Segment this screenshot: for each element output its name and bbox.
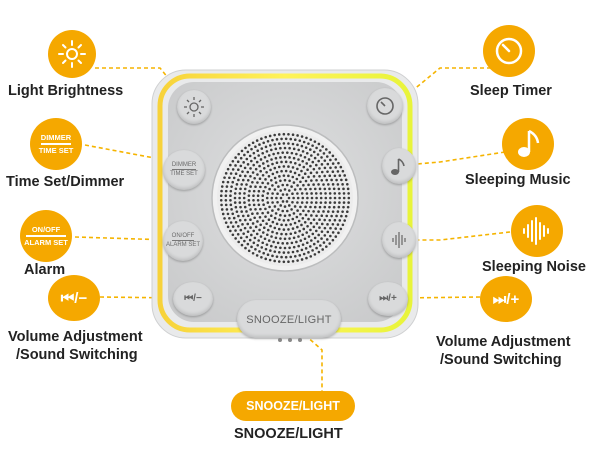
time-set-dimmer-label: Time Set/Dimmer [6, 174, 125, 190]
volume-up-icon: ⏭/+ [480, 276, 532, 322]
volume-up-device-button[interactable]: ⏭/+ [368, 282, 408, 316]
volume-down-icon: ⏮/− [48, 275, 100, 321]
sleep-timer-icon [483, 25, 535, 77]
divider [172, 169, 196, 170]
alarm-icon: ON/OFF ALARM SET [20, 210, 72, 262]
volume-adjustment-right-label: Volume Adjustment [436, 334, 571, 350]
next-volume-up-icon: ⏭/+ [379, 293, 397, 304]
sleep-timer-device-button[interactable] [367, 88, 403, 124]
on-off-icon-text: ON/OFF [31, 225, 61, 235]
next-icon-text: ⏭/+ [492, 290, 520, 308]
sound-wave-icon [392, 232, 406, 248]
light-brightness-device-button[interactable] [177, 90, 211, 124]
dimmer-text: DIMMER [171, 162, 197, 168]
alarm-set-icon-text: ALARM SET [24, 237, 68, 247]
sleeping-music-device-button[interactable] [382, 148, 416, 184]
sun-icon [184, 97, 204, 117]
sound-switching-left-label: /Sound Switching [16, 347, 138, 363]
sleep-timer-label: Sleep Timer [470, 83, 552, 99]
snooze-light-label: SNOOZE/LIGHT [234, 426, 343, 442]
sleeping-noise-label: Sleeping Noise [482, 259, 586, 275]
snooze-light-device-button[interactable]: SNOOZE/LIGHT [237, 300, 341, 338]
sleeping-music-icon [502, 118, 554, 170]
on-off-text: ON/OFF [171, 233, 195, 239]
sleeping-music-label: Sleeping Music [465, 172, 571, 188]
sleeping-noise-device-button[interactable] [382, 222, 416, 258]
music-note-icon [391, 158, 405, 175]
volume-down-device-button[interactable]: ⏮/− [173, 282, 213, 316]
sound-switching-right-label: /Sound Switching [440, 352, 562, 368]
snooze-light-badge-text: SNOOZE/LIGHT [246, 399, 340, 413]
divider [172, 240, 194, 241]
dimmer-time-set-device-button[interactable]: DIMMER TIME SET [163, 150, 205, 190]
indicator-dots [276, 330, 306, 348]
prev-icon-text: ⏮/− [60, 289, 88, 307]
time-set-text: TIME SET [170, 171, 198, 177]
alarm-label: Alarm [24, 262, 66, 278]
sleeping-noise-icon [511, 205, 563, 257]
snooze-light-badge: SNOOZE/LIGHT [231, 391, 355, 421]
light-brightness-label: Light Brightness [8, 83, 124, 99]
volume-adjustment-left-label: Volume Adjustment [8, 329, 143, 345]
prev-volume-down-icon: ⏮/− [184, 293, 202, 304]
light-brightness-icon [48, 30, 96, 78]
dimmer-time-set-icon: DIMMER TIME SET [30, 118, 82, 170]
time-set-icon-text: TIME SET [38, 145, 74, 155]
white-noise-device [151, 69, 419, 339]
snooze-light-text: SNOOZE/LIGHT [246, 314, 332, 326]
alarm-device-button[interactable]: ON/OFF ALARM SET [163, 221, 203, 261]
alarm-set-text: ALARM SET [165, 242, 200, 248]
dimmer-icon-text: DIMMER [40, 133, 72, 143]
timer-icon [376, 97, 394, 115]
